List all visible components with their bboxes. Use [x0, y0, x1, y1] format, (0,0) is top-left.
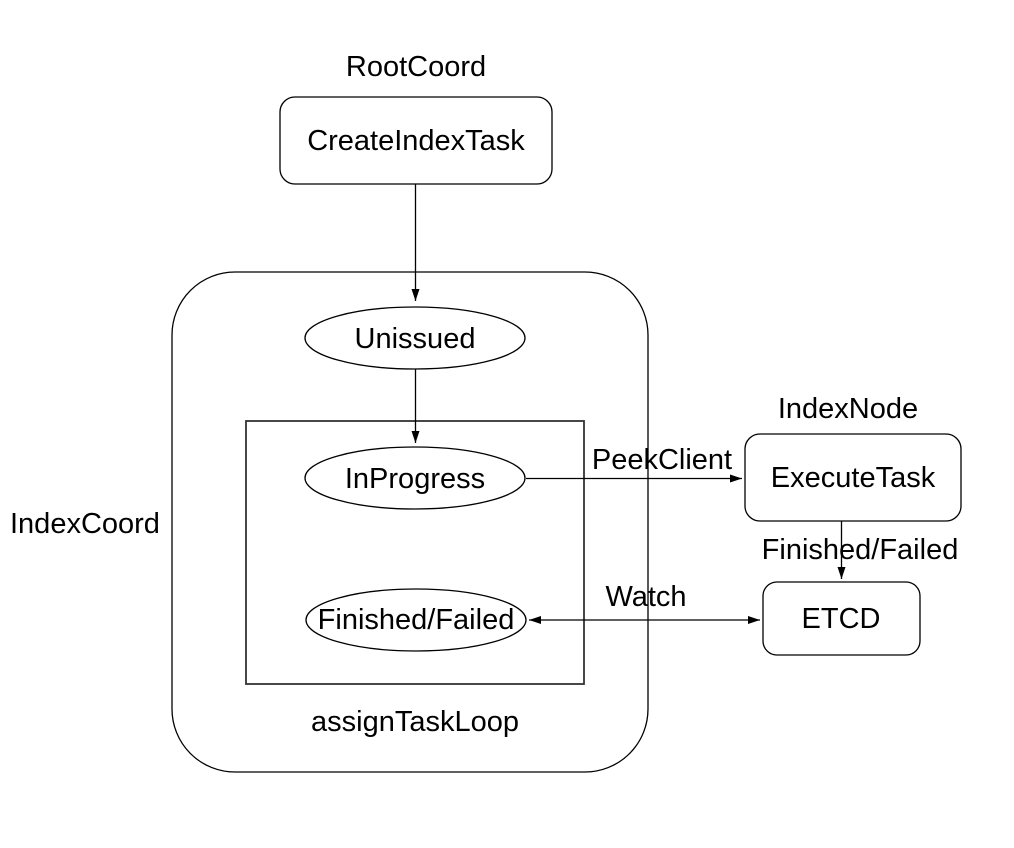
etcd-label: ETCD	[802, 603, 881, 635]
node-etcd	[762, 581, 921, 656]
assign-task-loop-label: assignTaskLoop	[311, 706, 519, 738]
execute-task-label: ExecuteTask	[771, 462, 936, 494]
watch-edge-label: Watch	[605, 581, 686, 613]
root-coord-label: RootCoord	[346, 51, 486, 83]
index-coord-label: IndexCoord	[10, 508, 160, 540]
index-coord-container	[171, 271, 649, 773]
index-node-label: IndexNode	[778, 393, 918, 425]
peek-client-edge-label: PeekClient	[592, 444, 732, 476]
node-execute-task	[744, 433, 962, 522]
finished-failed-edge-label: Finished/Failed	[762, 534, 959, 566]
create-index-task-label: CreateIndexTask	[307, 125, 525, 157]
node-in-progress	[304, 446, 526, 510]
in-progress-label: InProgress	[345, 463, 485, 495]
unissued-label: Unissued	[355, 323, 476, 355]
node-create-index-task	[279, 96, 553, 185]
node-finished-failed	[305, 588, 527, 652]
finished-failed-label: Finished/Failed	[318, 604, 515, 636]
node-unissued	[304, 306, 526, 370]
